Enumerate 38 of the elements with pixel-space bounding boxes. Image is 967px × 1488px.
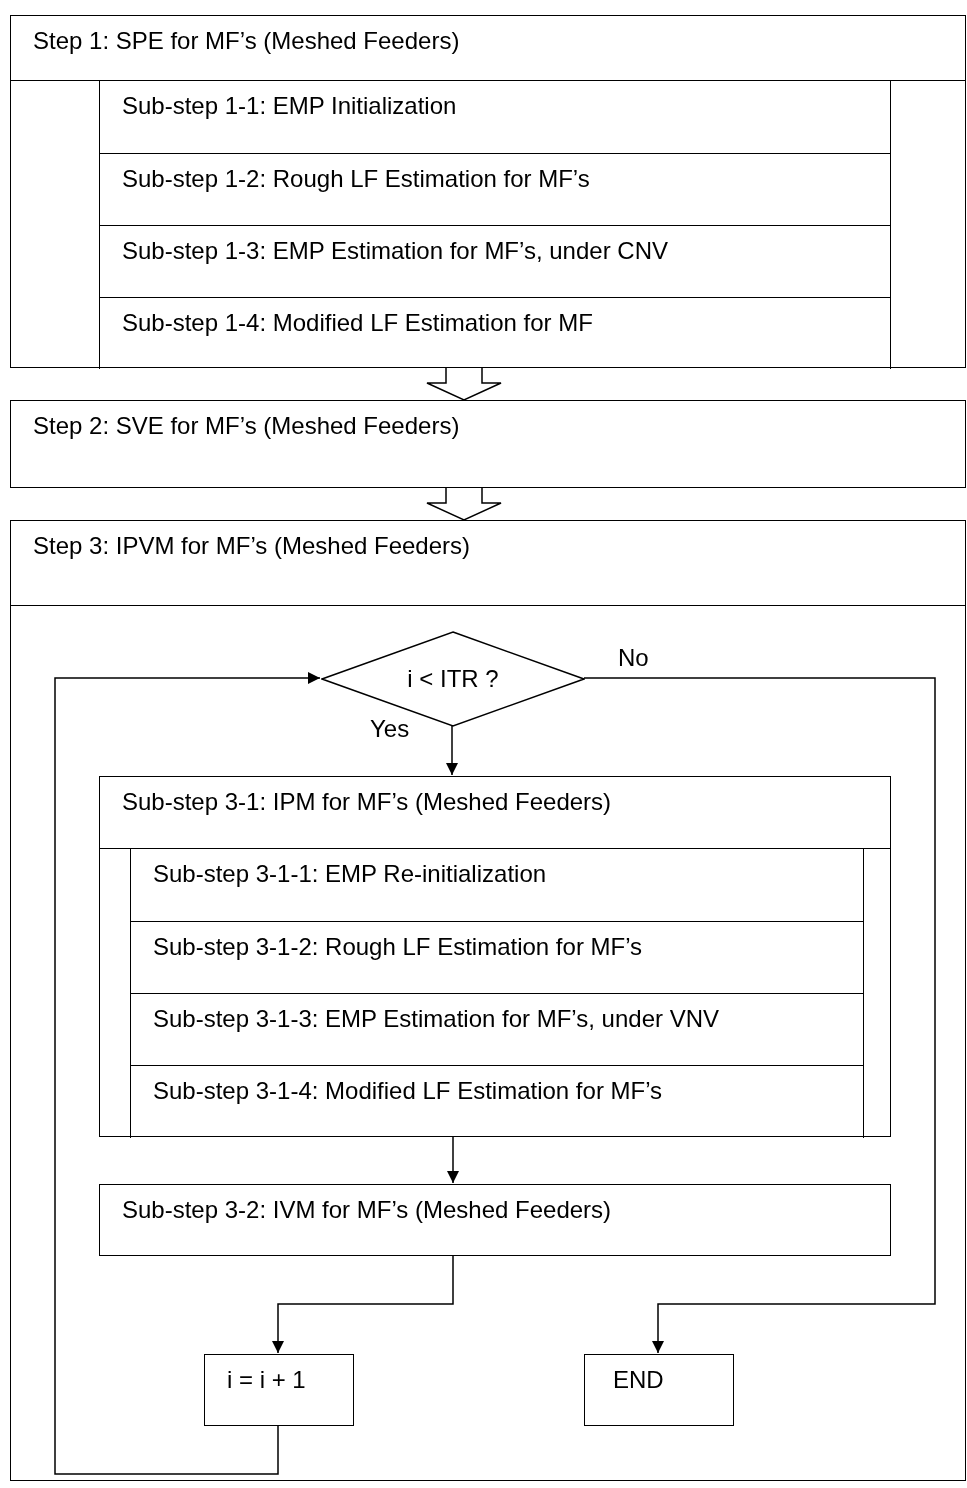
process-box (204, 1354, 354, 1426)
substep-label: Sub-step 1-4: Modified LF Estimation for MF (122, 308, 594, 338)
step-box (10, 400, 966, 488)
substep-label: Sub-step 1-1: EMP Initialization (122, 91, 458, 121)
block-arrow (426, 367, 502, 401)
substep-row (99, 297, 891, 369)
step-title: Step 1: SPE for MF’s (Meshed Feeders) (33, 26, 461, 56)
substep-row (99, 153, 891, 225)
block-arrow (426, 487, 502, 521)
substep-label: Sub-step 1-2: Rough LF Estimation for MF’s (122, 164, 591, 194)
substep-row (130, 993, 864, 1065)
substep-label: Sub-step 3-1-1: EMP Re-initialization (153, 859, 548, 889)
step-box (10, 520, 966, 1481)
arrow (583, 677, 936, 1354)
step-title: Step 3: IPVM for MF’s (Meshed Feeders) (33, 531, 472, 561)
process-box (99, 1184, 891, 1256)
substep-row (99, 81, 891, 153)
step-box (10, 15, 966, 368)
substep-row (130, 921, 864, 993)
arrow (446, 725, 458, 776)
box-label: Step 2: SVE for MF’s (Meshed Feeders) (33, 411, 461, 441)
arrow (54, 672, 321, 1475)
arrow (272, 1254, 454, 1354)
substep-label: Sub-step 3-1-4: Modified LF Estimation for MF’s (153, 1076, 664, 1106)
arrow (447, 1135, 459, 1184)
substep-row (130, 1065, 864, 1138)
substep-row (99, 225, 891, 297)
box-label: Sub-step 3-2: IVM for MF’s (Meshed Feeders) (122, 1195, 613, 1225)
substep-label: Sub-step 1-3: EMP Estimation for MF’s, under CNV (122, 236, 669, 266)
substep-label: Sub-step 3-1-2: Rough LF Estimation for MF’s (153, 932, 644, 962)
box-label: i = i + 1 (227, 1365, 307, 1395)
substep-box (99, 776, 891, 1137)
decision-label: i < ITR ? (407, 664, 499, 694)
box-label: END (613, 1365, 665, 1395)
substep-row (130, 849, 864, 921)
step-title: Sub-step 3-1: IPM for MF’s (Meshed Feeders) (122, 787, 613, 817)
substep-label: Sub-step 3-1-3: EMP Estimation for MF’s, under VNV (153, 1004, 720, 1034)
end-box (584, 1354, 734, 1426)
